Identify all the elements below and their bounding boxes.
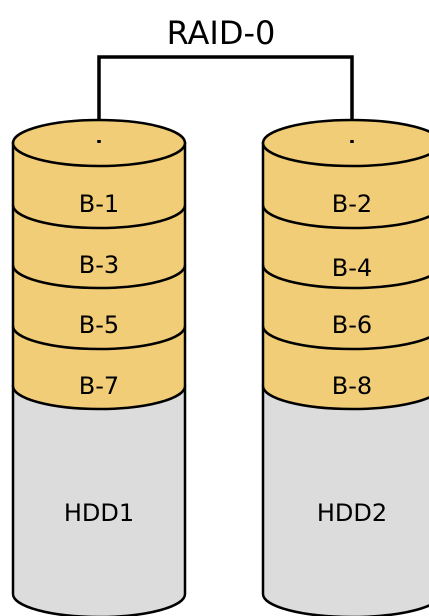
disk-body [11, 384, 187, 616]
disk-hdd1: B-1 B-3 B-5 B-7 HDD1 [11, 118, 187, 616]
block-label: B-3 [79, 251, 119, 279]
block-label: B-7 [79, 372, 119, 400]
block-divider [11, 264, 187, 290]
disk-top [261, 118, 429, 168]
block-label: B-4 [332, 254, 372, 282]
block-label: B-5 [79, 311, 119, 339]
disk-label: HDD2 [317, 499, 387, 527]
block-label: B-8 [332, 372, 372, 400]
block-divider [261, 204, 429, 230]
block-label: B-2 [332, 190, 372, 218]
raid-connector [97, 55, 354, 143]
disk-body [261, 384, 429, 616]
block-label: B-1 [79, 190, 119, 218]
disk-hdd2: B-2 B-4 B-6 B-8 HDD2 [261, 118, 429, 616]
block-stack [261, 141, 429, 411]
block-stack [11, 141, 187, 411]
raid-title: RAID-0 [167, 14, 276, 52]
block-divider [11, 204, 187, 230]
block-label: B-6 [332, 311, 372, 339]
block-divider [261, 264, 429, 290]
block-divider [11, 325, 187, 351]
disk-label: HDD1 [64, 499, 134, 527]
block-divider [261, 325, 429, 351]
